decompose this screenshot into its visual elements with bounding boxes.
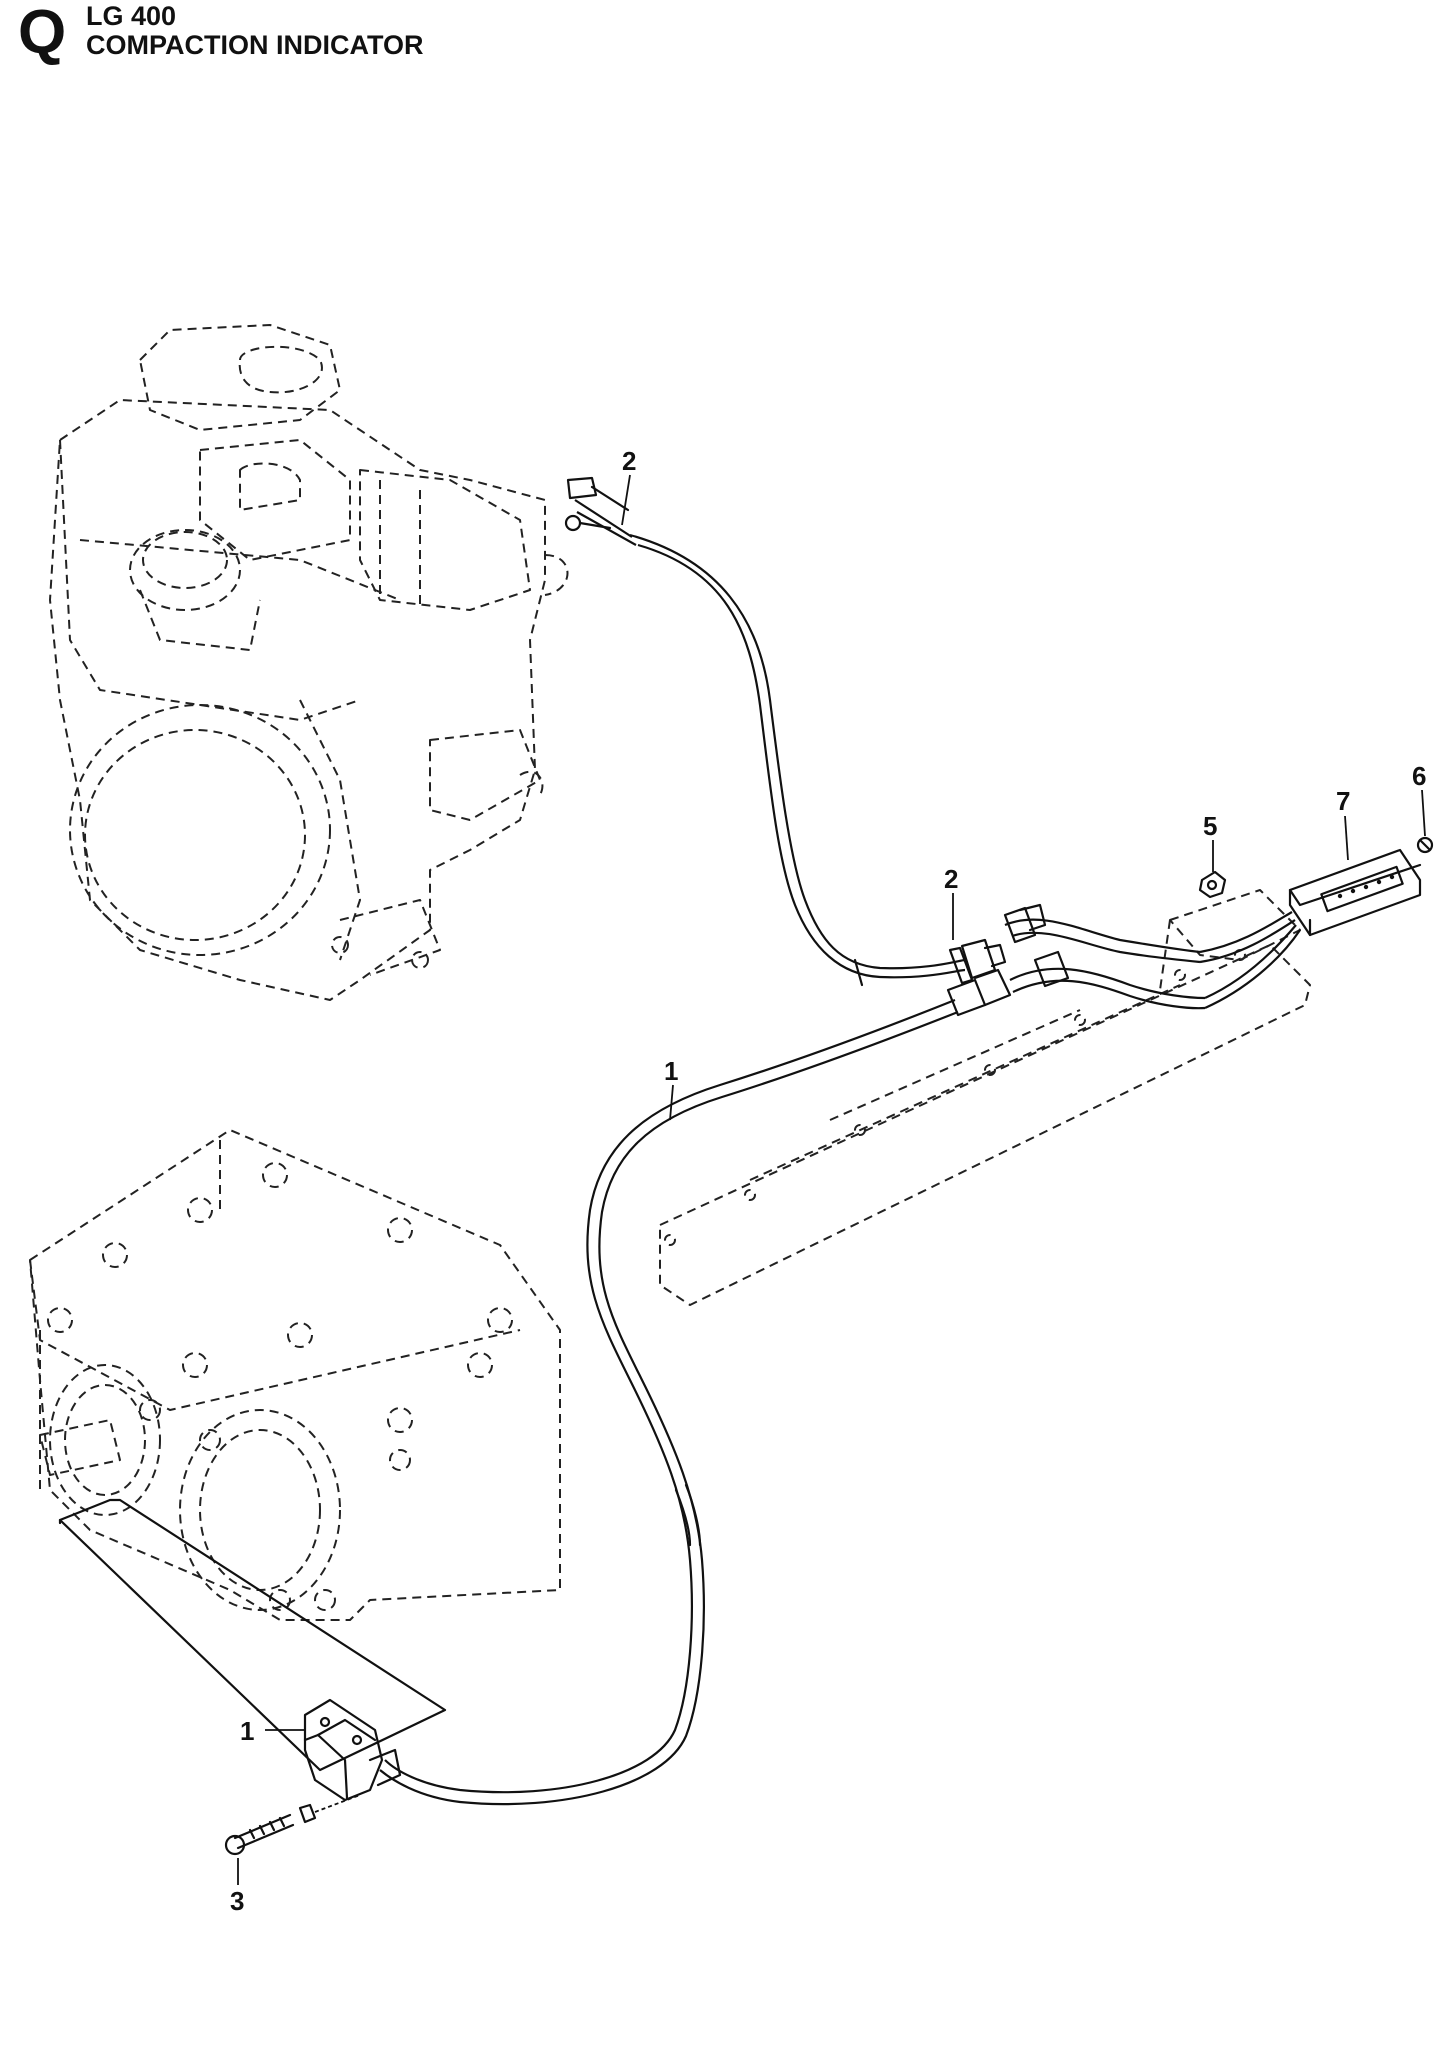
callout-5-nut: 5: [1203, 811, 1217, 841]
compaction-indicator-display: [1199, 848, 1422, 1010]
engine-wiring-harness: [564, 476, 1201, 987]
callout-6-screw: 6: [1412, 761, 1426, 791]
callout-3-bolt: 3: [230, 1886, 244, 1916]
callout-2-harness: 2: [622, 446, 636, 476]
callout-1-sensor: 1: [240, 1716, 254, 1746]
sensor-cable: [379, 950, 1206, 1806]
compaction-sensor: [303, 1698, 402, 1802]
section-letter: Q: [18, 0, 67, 67]
part-3-bolt: [224, 1794, 361, 1856]
callout-2-connector: 2: [944, 864, 958, 894]
sensor-mount-plate: [58, 1498, 447, 1772]
engine-outline: [49, 324, 569, 1001]
callout-1-cable: 1: [664, 1056, 678, 1086]
frame-rail-outline: [659, 889, 1311, 1306]
part-5-nut: [1198, 870, 1227, 899]
callout-leaders: [237, 474, 1426, 1885]
gearbox-outline: [29, 1129, 561, 1621]
model-name: LG 400: [86, 1, 177, 31]
page-title: COMPACTION INDICATOR: [86, 30, 424, 60]
callout-7-indicator: 7: [1336, 786, 1350, 816]
part-6-screw: [1416, 836, 1434, 854]
